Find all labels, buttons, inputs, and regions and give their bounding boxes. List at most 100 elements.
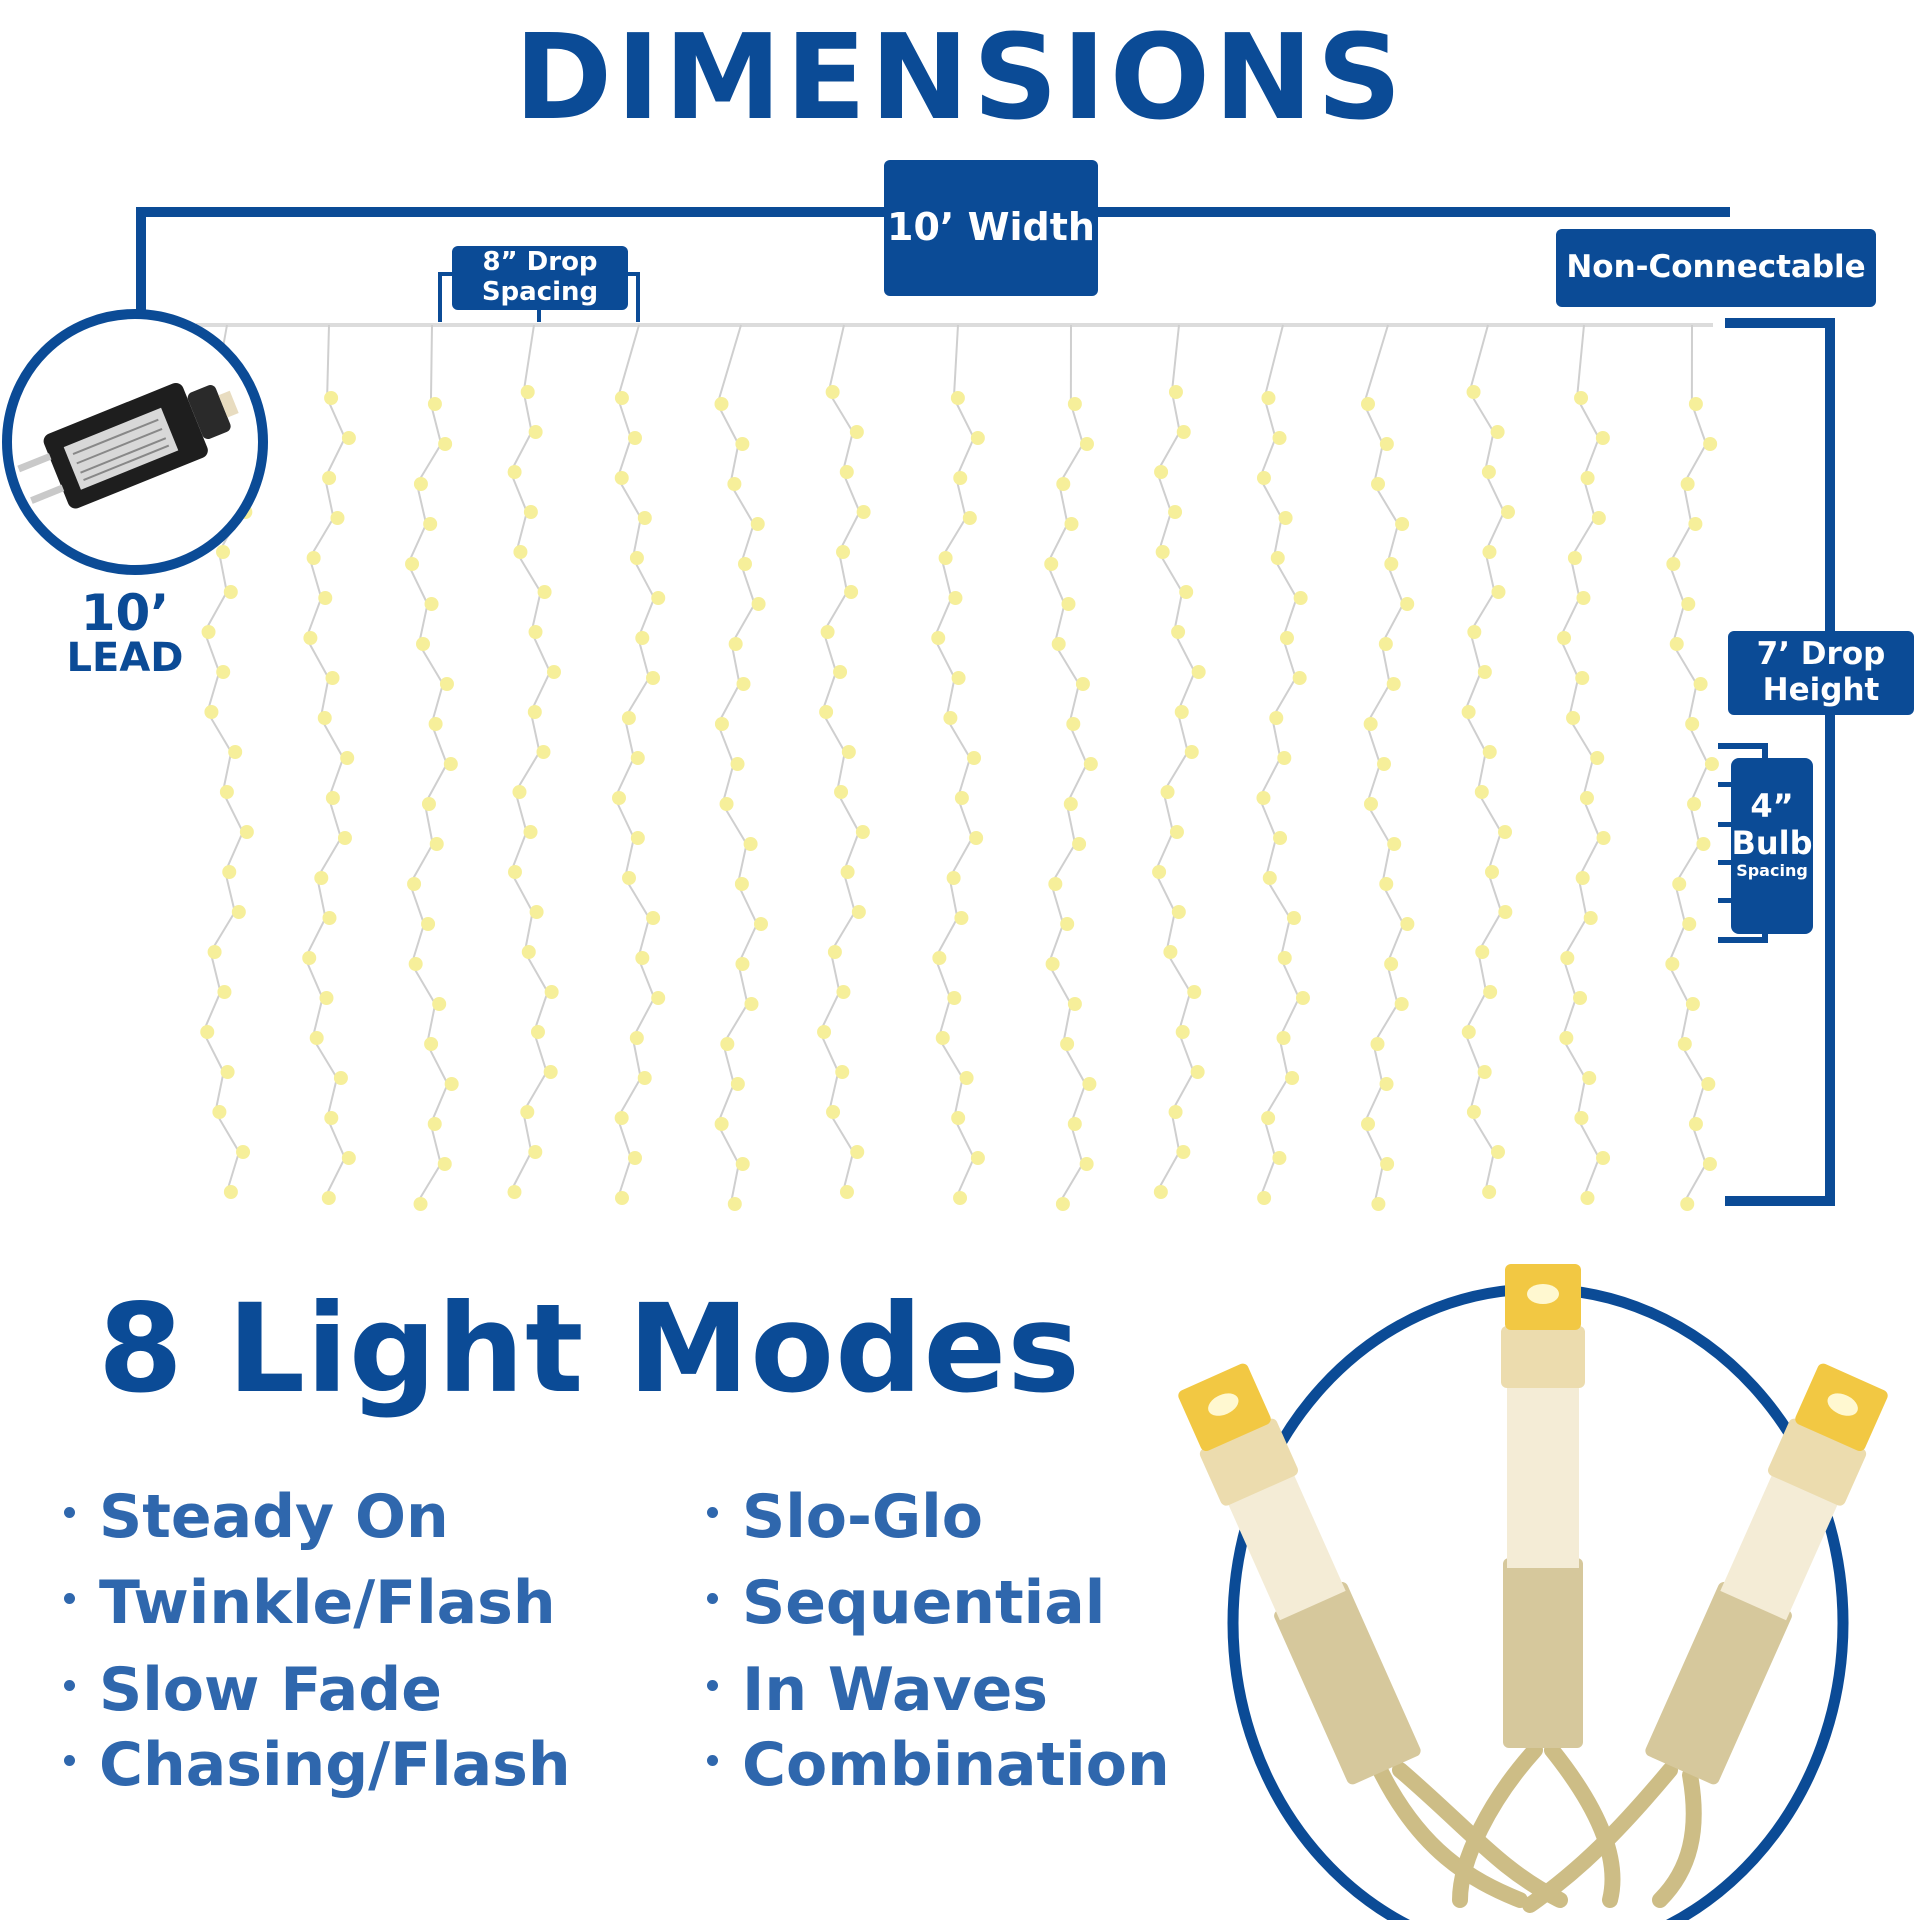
light-bulb <box>943 711 958 725</box>
bullet-icon <box>707 1506 718 1518</box>
light-bulb <box>1477 665 1492 679</box>
light-bulb <box>322 471 337 485</box>
light-bulb <box>628 431 643 445</box>
light-bulb <box>1482 1185 1497 1199</box>
light-bulb <box>341 1151 356 1165</box>
light-bulb <box>236 1145 251 1159</box>
drop-spacing-tick-left <box>438 272 442 322</box>
bulb-spacing-tick <box>1718 782 1738 787</box>
light-bulb <box>1154 465 1169 479</box>
light-bulb <box>220 1065 235 1079</box>
light-bulb <box>635 951 650 965</box>
light-bulb <box>507 1185 522 1199</box>
non-connectable-badge: Non-Connectable <box>1556 229 1876 307</box>
light-bulb <box>967 751 982 765</box>
led-bulbs-photo <box>1178 1264 1888 1920</box>
light-bulb <box>1171 625 1186 639</box>
light-bulb <box>734 877 749 891</box>
light-bulb <box>855 825 870 839</box>
drop-spacing-tick-mid <box>537 300 541 322</box>
light-bulb <box>1168 1105 1183 1119</box>
light-bulb <box>1187 985 1202 999</box>
light-bulb <box>1272 1151 1287 1165</box>
light-bulb <box>1048 877 1063 891</box>
light-bulb <box>405 557 420 571</box>
light-bulb <box>325 671 340 685</box>
light-bulb <box>512 785 527 799</box>
light-bulb <box>1491 585 1506 599</box>
light-bulb <box>228 745 243 759</box>
light-bulb <box>1061 597 1076 611</box>
light-bulb <box>216 545 231 559</box>
light-bulb <box>954 911 969 925</box>
light-bulb <box>1498 905 1513 919</box>
light-bulb <box>1292 671 1307 685</box>
light-bulb <box>1044 557 1059 571</box>
light-bulb <box>1557 631 1572 645</box>
light-bulb <box>408 957 423 971</box>
light-bulb <box>1371 477 1386 491</box>
light-bulb <box>1576 591 1591 605</box>
light-bulb <box>523 505 538 519</box>
light-bulb <box>1184 745 1199 759</box>
light-bulb <box>1384 957 1399 971</box>
drop-spacing-line1: 8” Drop <box>482 247 598 278</box>
light-bulb <box>1688 397 1703 411</box>
light-modes-title: 8 Light Modes <box>98 1278 1081 1420</box>
light-bulb <box>1060 1037 1075 1051</box>
light-bulb <box>1466 1105 1481 1119</box>
light-bulb <box>1072 837 1087 851</box>
light-bulb <box>1067 997 1082 1011</box>
led-bulb <box>1645 1363 1888 1785</box>
light-bulb <box>753 917 768 931</box>
light-bulb <box>421 797 436 811</box>
light-bulb <box>836 985 851 999</box>
bulb-spacing-box: 4” Bulb Spacing <box>1731 758 1813 934</box>
light-bulb <box>840 865 855 879</box>
light-bulb <box>207 945 222 959</box>
light-bulb <box>216 665 231 679</box>
light-bulb <box>1680 1197 1695 1211</box>
mode-label: Twinkle/Flash <box>99 1568 556 1638</box>
light-bulb <box>714 717 729 731</box>
light-bulb <box>1483 985 1498 999</box>
light-bulb <box>1277 951 1292 965</box>
light-bulb <box>851 905 866 919</box>
light-bulb <box>1257 1191 1272 1205</box>
light-bulb <box>849 425 864 439</box>
light-bulb <box>630 831 645 845</box>
light-bulb <box>1482 745 1497 759</box>
light-strands <box>196 323 1719 1211</box>
light-strand <box>817 324 871 1199</box>
light-bulb <box>820 625 835 639</box>
light-bulb <box>416 637 431 651</box>
light-bulb <box>1701 1077 1716 1091</box>
light-bulb <box>1051 637 1066 651</box>
light-bulb <box>201 625 216 639</box>
light-bulb <box>1055 1197 1070 1211</box>
light-bulb <box>1363 797 1378 811</box>
light-bulb <box>1591 511 1606 525</box>
light-bulb <box>1060 917 1075 931</box>
light-bulb <box>1063 797 1078 811</box>
light-bulb <box>520 385 535 399</box>
light-bulb <box>614 391 629 405</box>
light-bulb <box>1361 1117 1376 1131</box>
light-bulb <box>513 545 528 559</box>
light-bulb <box>200 1025 215 1039</box>
light-bulb <box>629 551 644 565</box>
light-bulb <box>932 951 947 965</box>
light-bulb <box>337 831 352 845</box>
light-bulb <box>635 631 650 645</box>
drop-height-top-line <box>1725 318 1835 328</box>
light-bulb <box>750 517 765 531</box>
light-bulb <box>222 865 237 879</box>
light-bulb <box>1168 385 1183 399</box>
mode-item: Sequential <box>707 1568 1105 1638</box>
light-bulb <box>303 631 318 645</box>
drop-spacing-tick-right <box>636 272 640 322</box>
drop-height-bottom-line <box>1725 1196 1835 1206</box>
drop-spacing-box: 8” Drop Spacing <box>452 246 628 310</box>
light-bulb <box>306 551 321 565</box>
bullet-icon <box>707 1754 718 1766</box>
